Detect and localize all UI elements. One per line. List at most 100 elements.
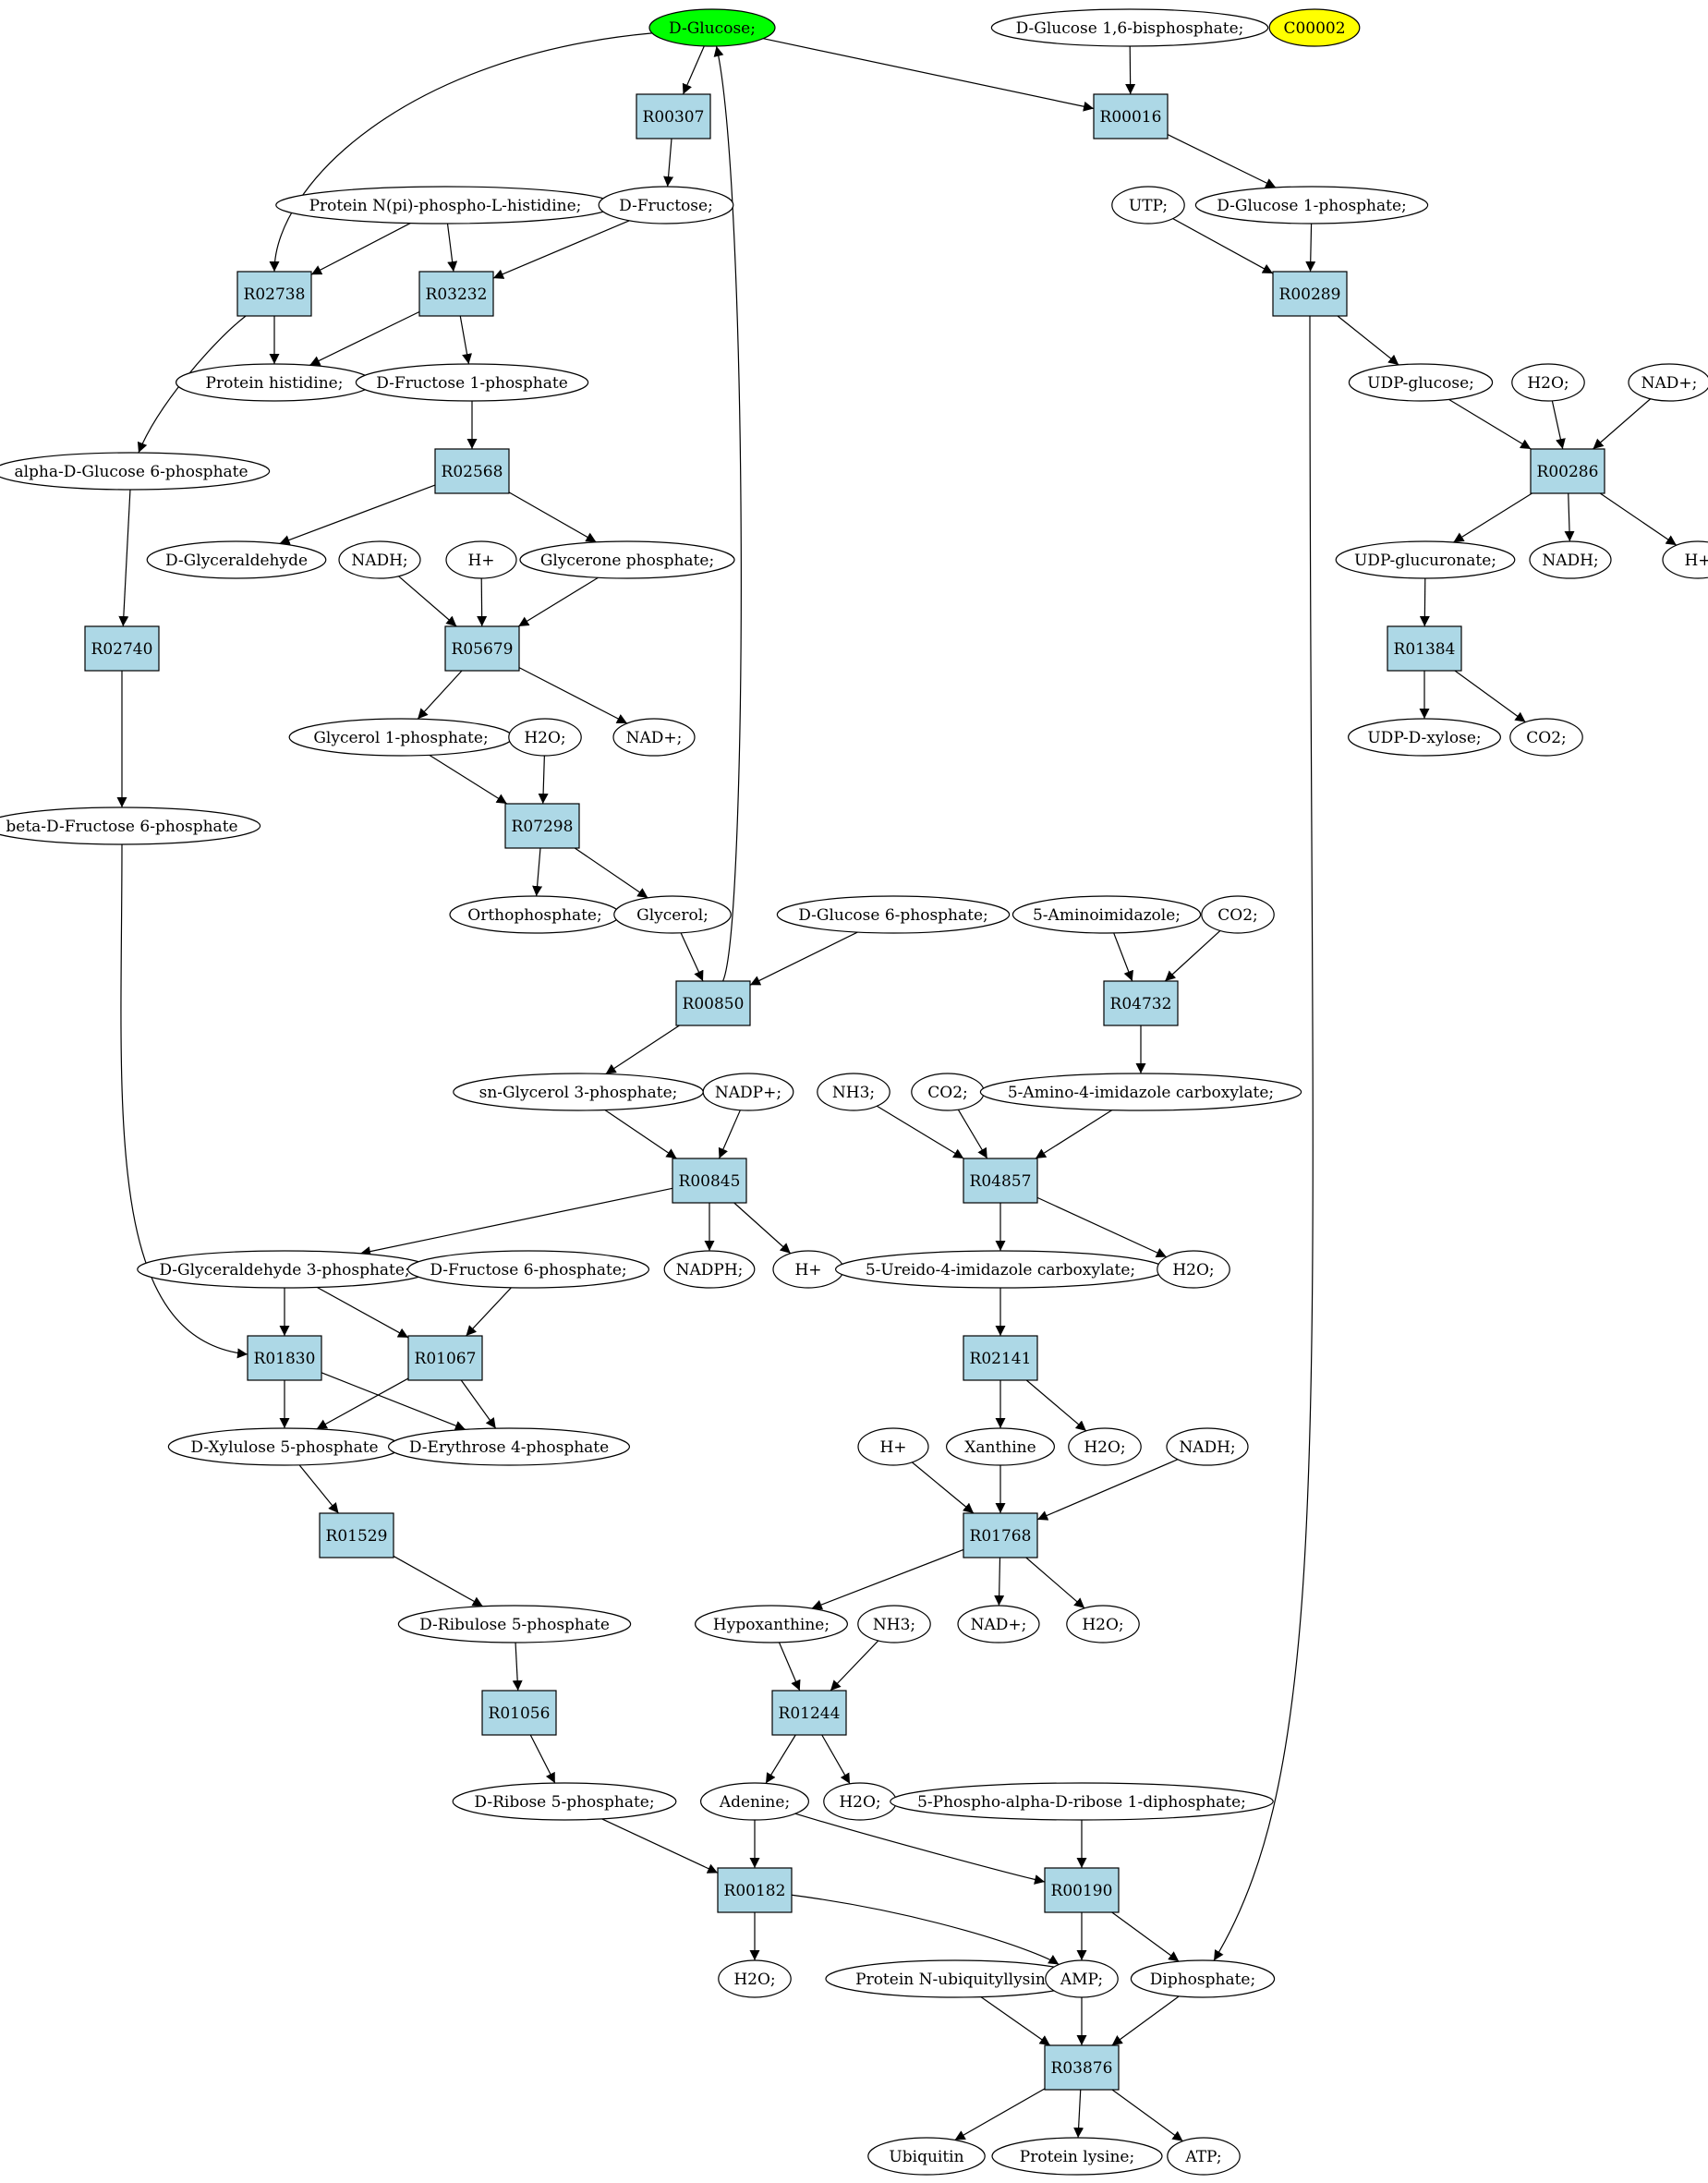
edge-R00850-to-snglyc3p: [605, 1025, 680, 1074]
reaction-node-R03876: R03876: [1044, 2044, 1120, 2091]
compound-ellipse: [1011, 895, 1202, 934]
node-label: D-Glucose;: [669, 19, 756, 38]
edge-glucose-to-R00307: [682, 45, 705, 95]
reaction-node-R01067: R01067: [407, 1335, 483, 1381]
edge-gap-to-R01067: [317, 1286, 409, 1339]
edge-R02141-to-h2o_d: [1025, 1379, 1087, 1432]
compound-node-nadpplus: NADP+;: [702, 1073, 794, 1111]
reaction-box: [434, 448, 510, 494]
node-label: D-Fructose 1-phosphate: [376, 374, 568, 393]
node-label: R03876: [1051, 2059, 1113, 2078]
node-label: D-Glucose 1-phosphate;: [1217, 197, 1407, 215]
compound-node-hp_d: H+: [857, 1427, 929, 1466]
compound-node-utp: UTP;: [1111, 186, 1185, 224]
edge-aica-to-R04857: [1035, 1110, 1113, 1159]
compound-node-udpglcuro: UDP-glucuronate;: [1335, 540, 1516, 579]
compound-node-protHis: Protein histidine;: [176, 363, 374, 402]
reaction-box: [247, 1335, 322, 1381]
edge-g6p-to-R00850: [749, 931, 858, 986]
node-layer: D-Glucose;D-Glucose 1,6-bisphosphate;C00…: [0, 8, 1708, 2176]
node-label: R02738: [244, 285, 306, 304]
compound-node-nh3_a: NH3;: [817, 1073, 890, 1111]
edge-nadpplus-to-R00845: [718, 1110, 741, 1159]
reaction-box: [1387, 625, 1462, 672]
reaction-node-R01768: R01768: [963, 1512, 1038, 1558]
node-label: H2O;: [1172, 1261, 1214, 1279]
node-label: sn-Glycerol 3-phosphate;: [479, 1084, 678, 1102]
compound-ellipse: [146, 540, 327, 579]
node-label: D-Ribulose 5-phosphate: [419, 1616, 610, 1634]
compound-ellipse: [945, 1427, 1055, 1466]
edge-fructose-to-R03232: [492, 220, 630, 279]
reaction-node-R00016: R00016: [1093, 93, 1169, 139]
edge-snglyc3p-to-R00845: [604, 1110, 677, 1159]
node-label: UTP;: [1129, 197, 1168, 215]
edge-r5p-to-R00182: [601, 1818, 719, 1874]
edge-R00182-to-amp: [791, 1894, 1060, 1965]
node-label: R00190: [1051, 1882, 1113, 1900]
compound-node-h2o_c: H2O;: [1157, 1250, 1230, 1289]
compound-ellipse: [699, 1782, 809, 1821]
node-label: ATP;: [1184, 2148, 1221, 2166]
edge-hypox-to-R01244: [778, 1642, 801, 1692]
edge-R03232-to-f1p: [459, 315, 472, 365]
reaction-box: [481, 1690, 557, 1736]
node-label: H+: [879, 1438, 906, 1457]
edge-co2_c-to-R04857: [957, 1109, 988, 1159]
compound-node-h2o_a: H2O;: [1511, 363, 1585, 402]
edge-hp_a-to-R05679: [477, 577, 488, 627]
node-label: H2O;: [733, 1971, 775, 1989]
node-label: NAD+;: [1641, 374, 1698, 393]
node-label: R02740: [91, 640, 153, 659]
compound-ellipse: [648, 8, 776, 47]
reaction-box: [1044, 2044, 1120, 2091]
compound-ellipse: [598, 186, 734, 224]
compound-node-hypox: Hypoxanthine;: [694, 1605, 848, 1643]
reaction-node-R05679: R05679: [444, 625, 520, 672]
compound-ellipse: [407, 1250, 649, 1289]
node-label: D-Erythrose 4-phosphate: [409, 1438, 609, 1457]
compound-ellipse: [1511, 363, 1585, 402]
reaction-box: [319, 1512, 394, 1558]
compound-ellipse: [718, 1959, 792, 1998]
edge-R00016-to-g1p: [1167, 134, 1277, 188]
reaction-box: [963, 1158, 1038, 1204]
compound-ellipse: [338, 540, 421, 579]
edge-f6p-to-R01067: [466, 1287, 512, 1337]
compound-node-nadp_b: NAD+;: [612, 718, 696, 757]
compound-node-f6p: D-Fructose 6-phosphate;: [407, 1250, 649, 1289]
node-label: R01830: [254, 1350, 316, 1368]
reaction-node-R01529: R01529: [319, 1512, 394, 1558]
reaction-box: [1103, 980, 1179, 1026]
compound-ellipse: [508, 718, 582, 757]
compound-node-aica: 5-Amino-4-imidazole carboxylate;: [979, 1073, 1302, 1111]
compound-node-bf6p: beta-D-Fructose 6-phosphate: [0, 806, 261, 845]
reaction-box: [1272, 271, 1348, 317]
node-label: D-Glyceraldehyde 3-phosphate;: [159, 1261, 409, 1279]
edge-R01768-to-h2o_e: [1025, 1557, 1085, 1609]
node-label: H+: [467, 552, 494, 570]
compound-node-g6p: D-Glucose 6-phosphate;: [776, 895, 1011, 934]
node-label: Diphosphate;: [1150, 1971, 1255, 1989]
node-label: Ubiquitin: [889, 2148, 963, 2166]
compound-node-fructose: D-Fructose;: [598, 186, 734, 224]
edge-R00307-to-fructose: [663, 138, 674, 188]
reaction-node-R02738: R02738: [236, 271, 312, 317]
compound-node-ru5p: D-Ribulose 5-phosphate: [397, 1605, 632, 1643]
reaction-box: [672, 1158, 747, 1204]
reaction-node-R02568: R02568: [434, 448, 510, 494]
edge-R05679-to-nadp_b: [518, 667, 628, 724]
node-label: H2O;: [524, 729, 565, 747]
compound-node-ag6p: alpha-D-Glucose 6-phosphate: [0, 452, 271, 491]
edge-R01384-to-co2_a: [1454, 670, 1526, 723]
reaction-box: [418, 271, 494, 317]
edge-R00289-to-diphos: [1213, 315, 1314, 1961]
compound-node-h2o_d: H2O;: [1068, 1427, 1142, 1466]
edge-protubq-to-R03876: [980, 1996, 1051, 2046]
compound-node-protubq: Protein N-ubiquityllysine: [825, 1959, 1085, 1998]
node-label: Protein N-ubiquityllysine: [855, 1971, 1055, 1989]
edge-layer: [116, 32, 1678, 2142]
compound-ellipse: [519, 540, 735, 579]
compound-node-gap: D-Glyceraldehyde 3-phosphate;: [137, 1250, 432, 1289]
reaction-box: [963, 1335, 1038, 1381]
